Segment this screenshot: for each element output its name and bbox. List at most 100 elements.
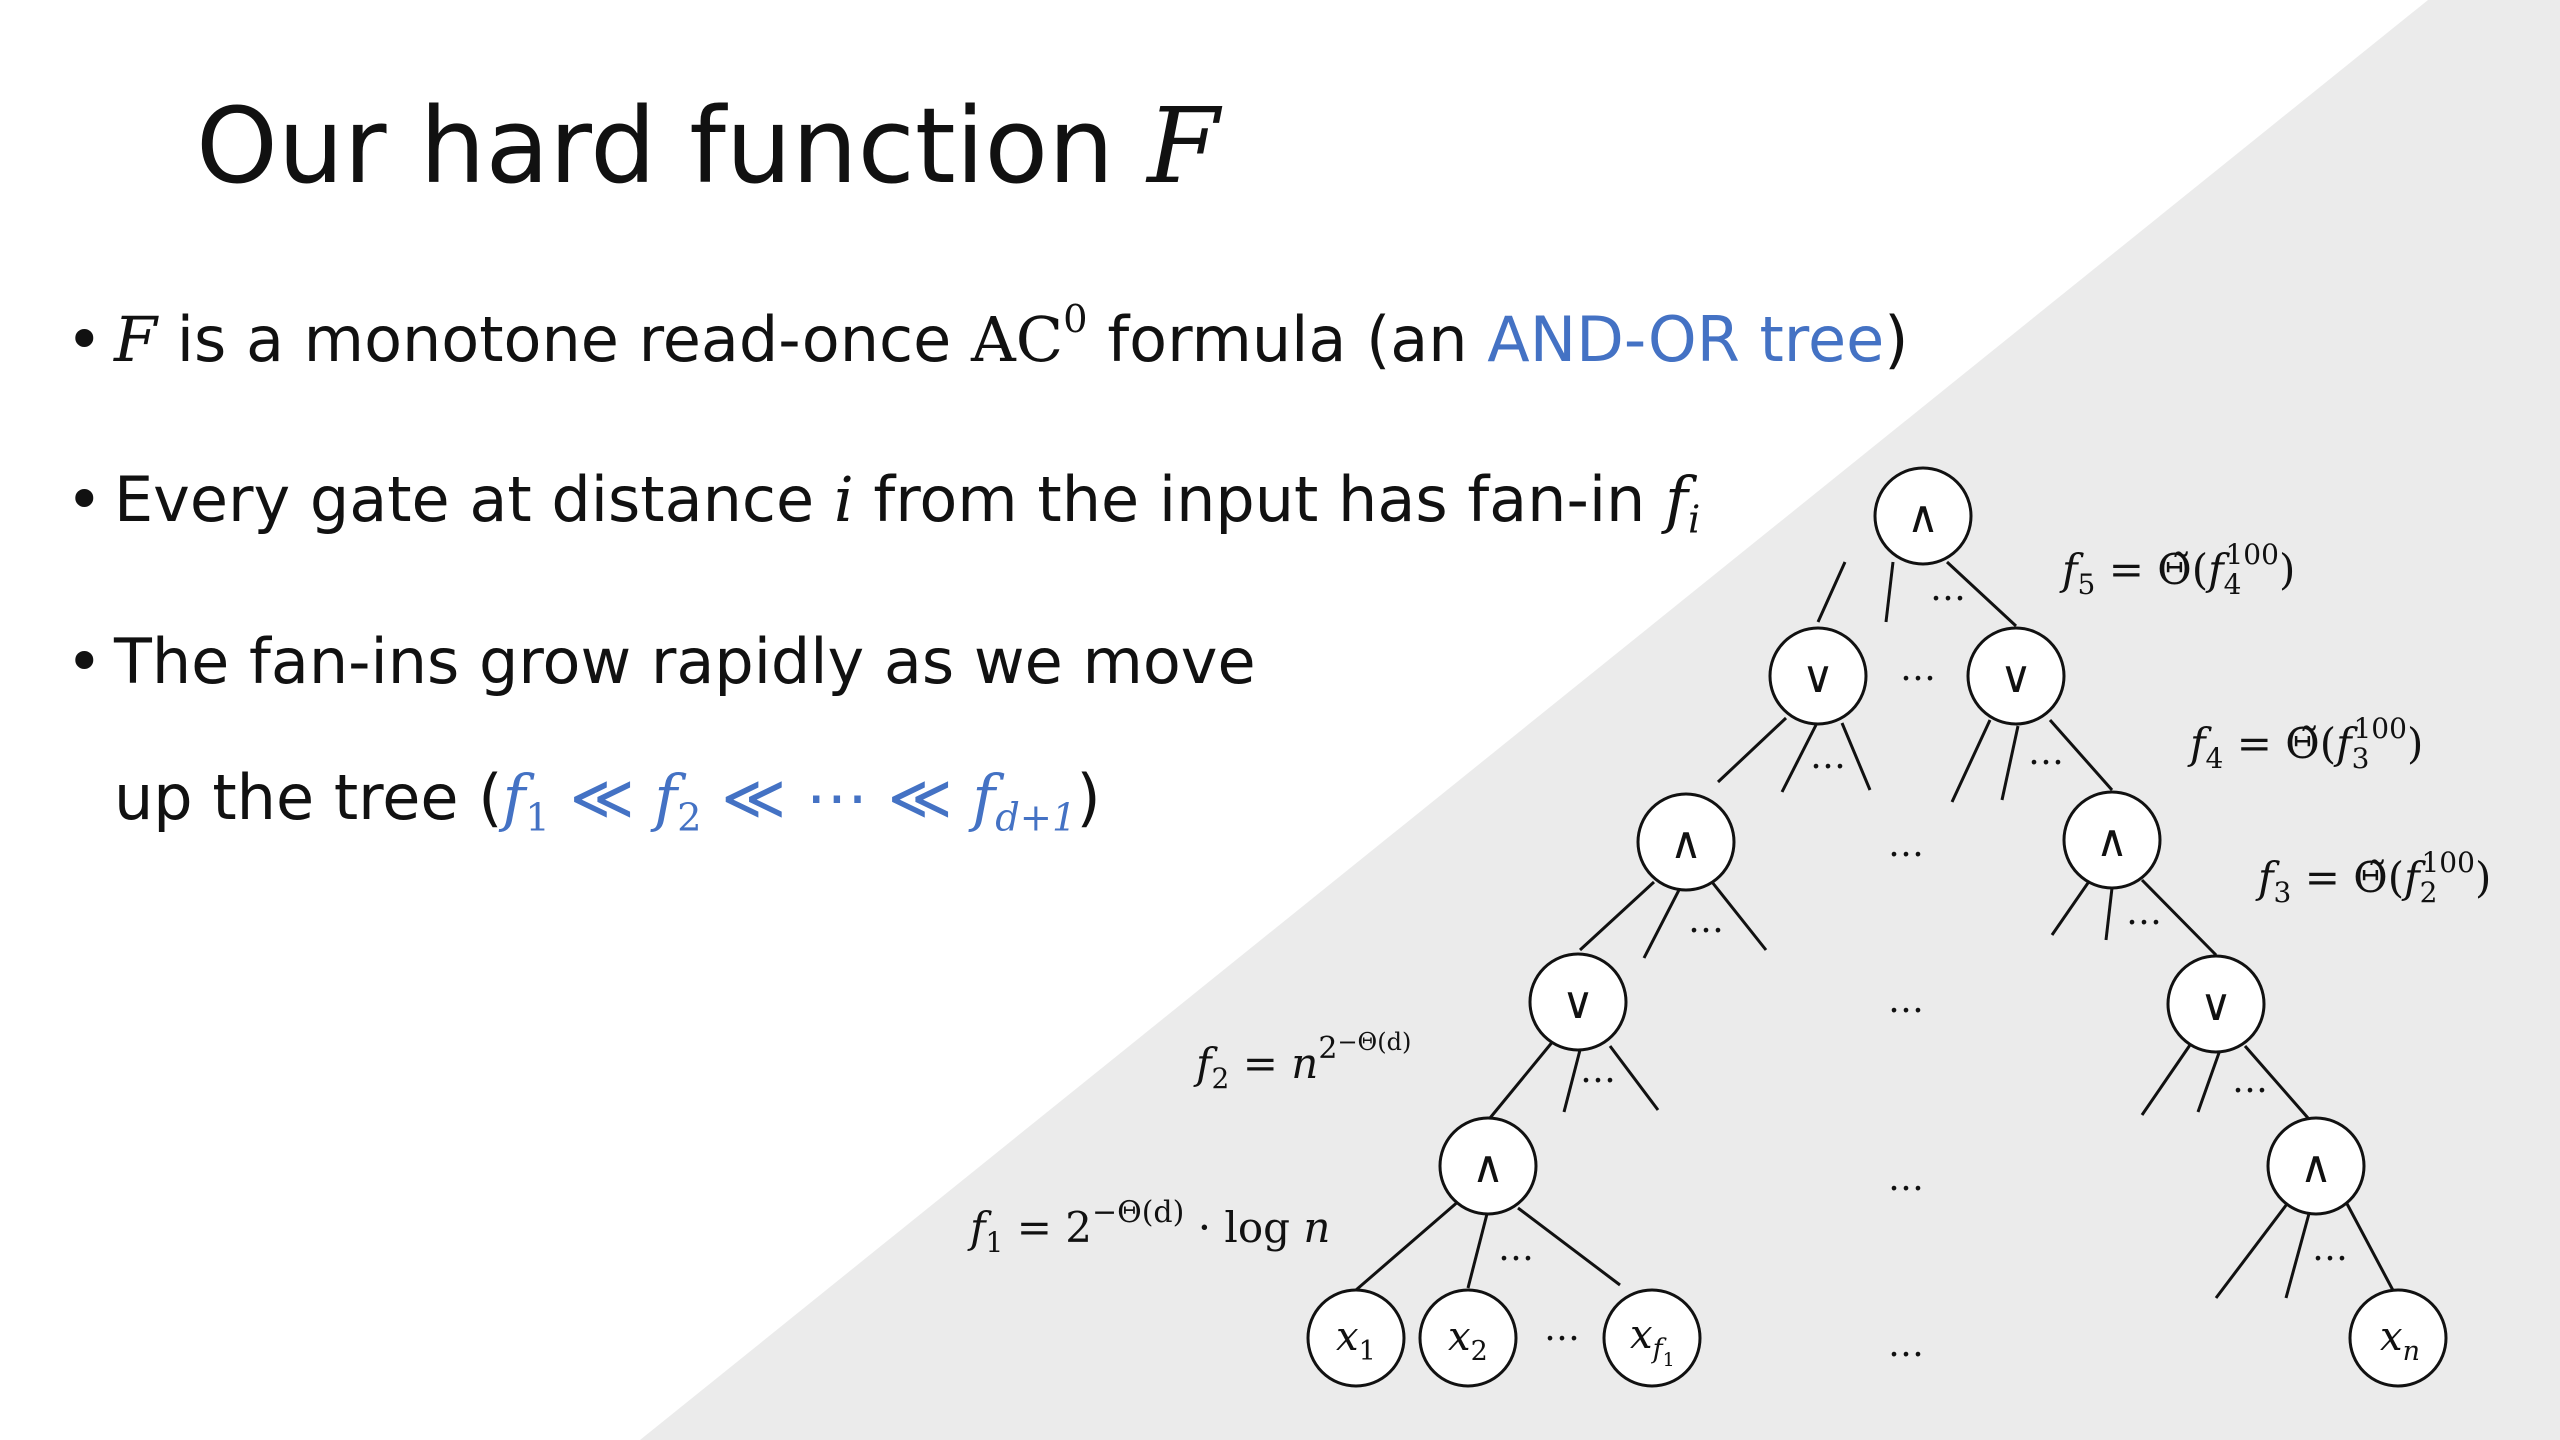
- edge: [2140, 1044, 2192, 1116]
- bullet-3-line-2-a: up the tree (: [114, 761, 503, 834]
- bullet-dot: •: [66, 303, 103, 376]
- bullet-1-text-b: formula (an: [1087, 303, 1488, 376]
- edge: [2140, 878, 2218, 957]
- edge: [2284, 1209, 2312, 1299]
- tree-edges: [1355, 560, 2398, 1299]
- title-variable: F: [1147, 85, 1220, 207]
- ellipsis: …: [1810, 736, 1846, 777]
- leaf-xf1-label: xf1: [1630, 1312, 1675, 1371]
- edge: [2214, 1199, 2292, 1299]
- bullet-1-text-c: ): [1884, 303, 1909, 376]
- edge: [1608, 1045, 1660, 1111]
- leaf-var: x: [1336, 1314, 1359, 1360]
- edge: [2343, 1199, 2398, 1297]
- label-theta: Θ̃: [2157, 545, 2191, 594]
- gray-diagonal-panel: [640, 0, 2560, 1440]
- leaf-xf1: [1602, 1288, 1702, 1388]
- edge: [1517, 1206, 1621, 1287]
- and-symbol: ∧: [1472, 1142, 1504, 1193]
- edge: [1884, 561, 1895, 623]
- label-eq: = 2: [1003, 1203, 1092, 1252]
- ellipsis: …: [1688, 900, 1724, 941]
- bullet-1-variable: F: [114, 303, 158, 376]
- seq-f1-sub: 1: [525, 795, 550, 841]
- label-theta: Θ̃: [2285, 719, 2319, 768]
- leaf-x1-label: x1: [1336, 1314, 1376, 1367]
- seq-fd: f: [972, 761, 996, 834]
- node-or-right-2: [2166, 954, 2266, 1054]
- leaf-subsub: 1: [1663, 1349, 1675, 1371]
- label-sub: 3: [2274, 876, 2292, 909]
- label-eq: =: [2291, 853, 2353, 902]
- leaf-x1: [1306, 1288, 1406, 1388]
- node-and-right-3: [2062, 790, 2162, 890]
- label-inner-sub: 3: [2352, 742, 2370, 775]
- edge: [2000, 725, 2020, 801]
- node-root-and: [1873, 466, 1973, 566]
- label-sup: −Θ(d): [1092, 1195, 1184, 1230]
- edge: [1950, 719, 1992, 803]
- label-sub: 1: [986, 1226, 1004, 1259]
- label-n: n: [1303, 1203, 1330, 1252]
- tree-nodes: [1306, 466, 2448, 1388]
- ellipsis: …: [1888, 980, 1924, 1021]
- node-and-left-3: [1636, 792, 1736, 892]
- label-tail: · log: [1184, 1203, 1303, 1252]
- label-theta: Θ̃: [2353, 853, 2387, 902]
- leaf-xn-label: xn: [2380, 1314, 2420, 1367]
- edge: [2243, 1045, 2310, 1119]
- label-supsup: −Θ(d): [1337, 1028, 1411, 1056]
- edge: [1488, 1039, 1556, 1119]
- edge: [2196, 1049, 2222, 1113]
- label-inner-sub: 2: [2420, 876, 2438, 909]
- label-inner-sup: 100: [2225, 538, 2278, 571]
- ellipsis: …: [2312, 1228, 2348, 1269]
- leaf-x2-label: x2: [1448, 1314, 1488, 1367]
- label-close: ): [2279, 545, 2295, 594]
- label-sup: 2: [1318, 1031, 1337, 1066]
- edge: [1840, 722, 1872, 791]
- and-symbol: ∧: [2300, 1142, 2332, 1193]
- and-symbol: ∧: [1907, 492, 1939, 543]
- bullet-3-line-2-b: ): [1076, 761, 1101, 834]
- edge: [1578, 880, 1656, 952]
- leaf-sub: 1: [1359, 1336, 1376, 1367]
- bullet-dot: •: [66, 463, 103, 536]
- label-base: n: [1291, 1039, 1318, 1088]
- ellipsis: …: [1580, 1050, 1616, 1091]
- and-symbol: ∧: [1670, 818, 1702, 869]
- node-or-left-4: [1768, 626, 1868, 726]
- edge: [2050, 879, 2092, 936]
- label-eq: =: [2223, 719, 2285, 768]
- leaf-var: x: [1630, 1312, 1653, 1358]
- bullet-2-f-sub: i: [1688, 497, 1701, 543]
- edge: [2048, 719, 2114, 791]
- bullet-3: •The fan-ins grow rapidly as we move: [66, 622, 1256, 702]
- and-or-tree-link[interactable]: AND-OR tree: [1487, 303, 1885, 376]
- leaf-var: x: [2380, 1314, 2403, 1360]
- edge: [1710, 881, 1768, 951]
- node-symbols: ∧ ∨ ∨ ∧ ∧ ∨ ∨ ∧ ∧: [1472, 492, 2332, 1193]
- label-f3: f3 = Θ̃(f2100): [2255, 846, 2491, 909]
- label-open: (: [2388, 853, 2404, 902]
- leaf-sub: 2: [1471, 1336, 1488, 1367]
- ellipses: … … … … … … … … … … … … … … …: [1498, 568, 2348, 1365]
- ellipsis: …: [1888, 824, 1924, 865]
- ellipsis: …: [1498, 1228, 1534, 1269]
- label-sub: 2: [1212, 1062, 1230, 1095]
- edge: [1780, 724, 1818, 793]
- label-open: (: [2320, 719, 2336, 768]
- leaf-xn: [2348, 1288, 2448, 1388]
- ellipsis: …: [1900, 648, 1936, 689]
- or-symbol: ∨: [1562, 978, 1594, 1029]
- label-sub: 4: [2206, 742, 2224, 775]
- edge: [1562, 1049, 1582, 1113]
- seq-op-2: ≪ ⋯ ≪: [701, 761, 973, 834]
- bullet-dot: •: [66, 625, 103, 698]
- leaf-sub: n: [2403, 1336, 2420, 1367]
- bullet-3-line-2: up the tree (f1 ≪ f2 ≪ ⋯ ≪ fd+1): [114, 758, 1101, 838]
- edge: [1945, 560, 2018, 628]
- bullet-2-variable: i: [833, 463, 854, 536]
- bullet-2-text-b: from the input has fan-in: [853, 463, 1666, 536]
